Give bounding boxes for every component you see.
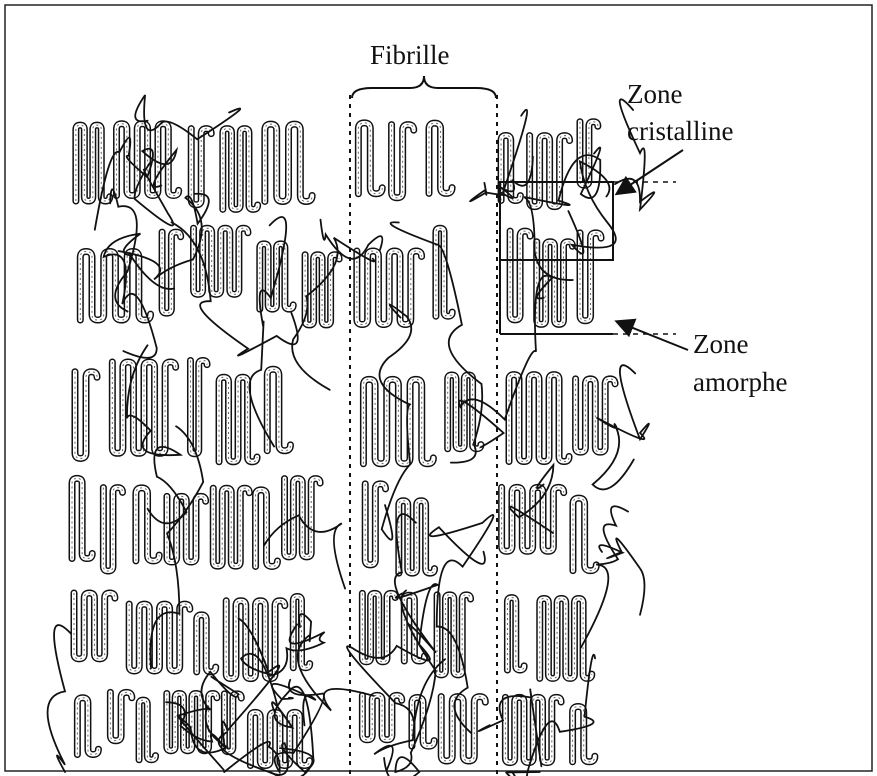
- fibrille-label: Fibrille: [370, 40, 450, 70]
- tie-molecule: [593, 365, 649, 489]
- chain-fold-core: [530, 136, 570, 207]
- tie-molecule: [48, 625, 72, 772]
- zone-cristalline-label-line1: Zone: [627, 79, 682, 109]
- zone-amorphe-label-line1: Zone: [693, 329, 748, 359]
- chain-fold-dash: [573, 498, 596, 571]
- fibrille-brace: [352, 76, 496, 98]
- zone-cristalline-label-line2: cristalline: [627, 116, 733, 146]
- chain-fold-dash: [399, 501, 435, 573]
- zone-amorphe-label-line2: amorphe: [693, 367, 787, 397]
- zone-cristalline-arrow: [618, 150, 683, 193]
- zone-amorphe-arrow: [618, 322, 688, 350]
- tie-molecule: [599, 538, 644, 614]
- chain-fold-core: [358, 123, 382, 194]
